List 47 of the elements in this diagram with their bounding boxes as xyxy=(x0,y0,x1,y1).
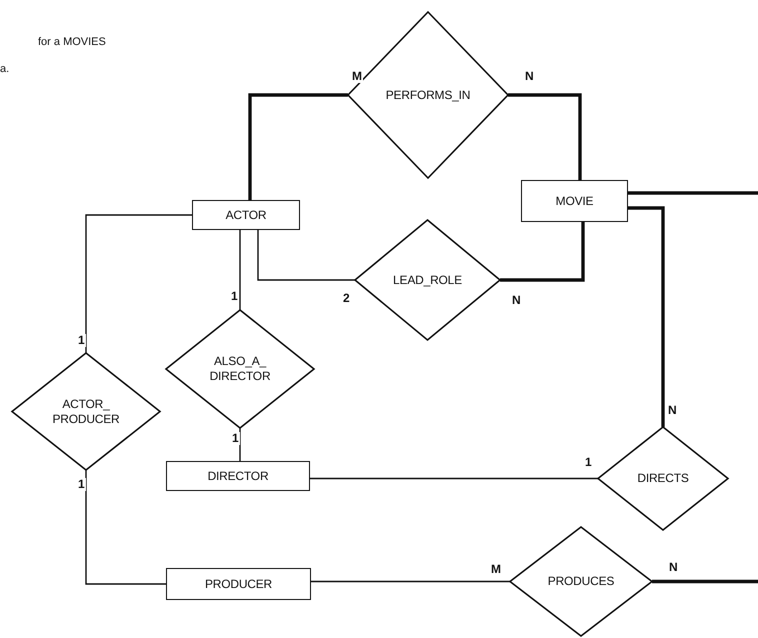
relationship-name: PERFORMS_IN xyxy=(386,88,470,102)
relationship-name: LEAD_ROLE xyxy=(393,272,462,288)
relationship-name: ALSO_A_ DIRECTOR xyxy=(208,354,272,384)
entity-box xyxy=(192,200,300,230)
relationship-diamond xyxy=(355,220,500,340)
relationship-line xyxy=(311,580,510,582)
relationship-line xyxy=(239,428,241,461)
caption-text: for a MOVIES xyxy=(38,36,106,48)
relationship-line xyxy=(628,206,665,427)
relationship-line xyxy=(248,93,348,200)
relationship-line xyxy=(257,230,355,281)
relationship-line xyxy=(652,580,758,584)
entity-name: DIRECTOR xyxy=(208,468,268,484)
entity-name: ACTOR xyxy=(226,208,266,222)
entity-name: MOVIE xyxy=(556,194,594,208)
cardinality-label: N xyxy=(667,404,678,417)
entity-box xyxy=(166,461,310,491)
relationship-line xyxy=(85,214,192,353)
cardinality-label: M xyxy=(351,70,363,83)
cardinality-label: 1 xyxy=(77,478,86,491)
relationship-diamond xyxy=(166,310,314,428)
relationship-diamond xyxy=(348,12,508,178)
cardinality-label: N xyxy=(668,561,679,574)
relationship-line xyxy=(85,470,166,585)
relationship-name: ACTOR_ PRODUCER xyxy=(51,396,121,426)
cardinality-label: 1 xyxy=(77,334,86,347)
entity-box xyxy=(521,180,628,222)
cardinality-label: M xyxy=(490,563,502,576)
relationship-diamond xyxy=(598,427,728,530)
relationship-line xyxy=(310,478,598,480)
relationship-line xyxy=(500,222,585,282)
cardinality-label: 2 xyxy=(342,292,351,305)
entity-name: PRODUCER xyxy=(204,576,272,592)
cardinality-label: N xyxy=(511,294,522,307)
relationship-line xyxy=(239,230,241,310)
cardinality-label: 1 xyxy=(231,432,240,445)
relationship-diamond xyxy=(12,353,160,470)
relationship-line xyxy=(628,191,758,195)
cardinality-label: N xyxy=(524,70,535,83)
cardinality-label: 1 xyxy=(584,456,593,469)
entity-box xyxy=(166,568,311,600)
relationship-name: DIRECTS xyxy=(637,471,689,486)
cardinality-label: 1 xyxy=(230,290,239,303)
relationship-diamond xyxy=(510,527,652,636)
relationship-line xyxy=(508,93,582,180)
caption-text: a. xyxy=(0,63,10,75)
relationship-name: PRODUCES xyxy=(548,574,614,589)
